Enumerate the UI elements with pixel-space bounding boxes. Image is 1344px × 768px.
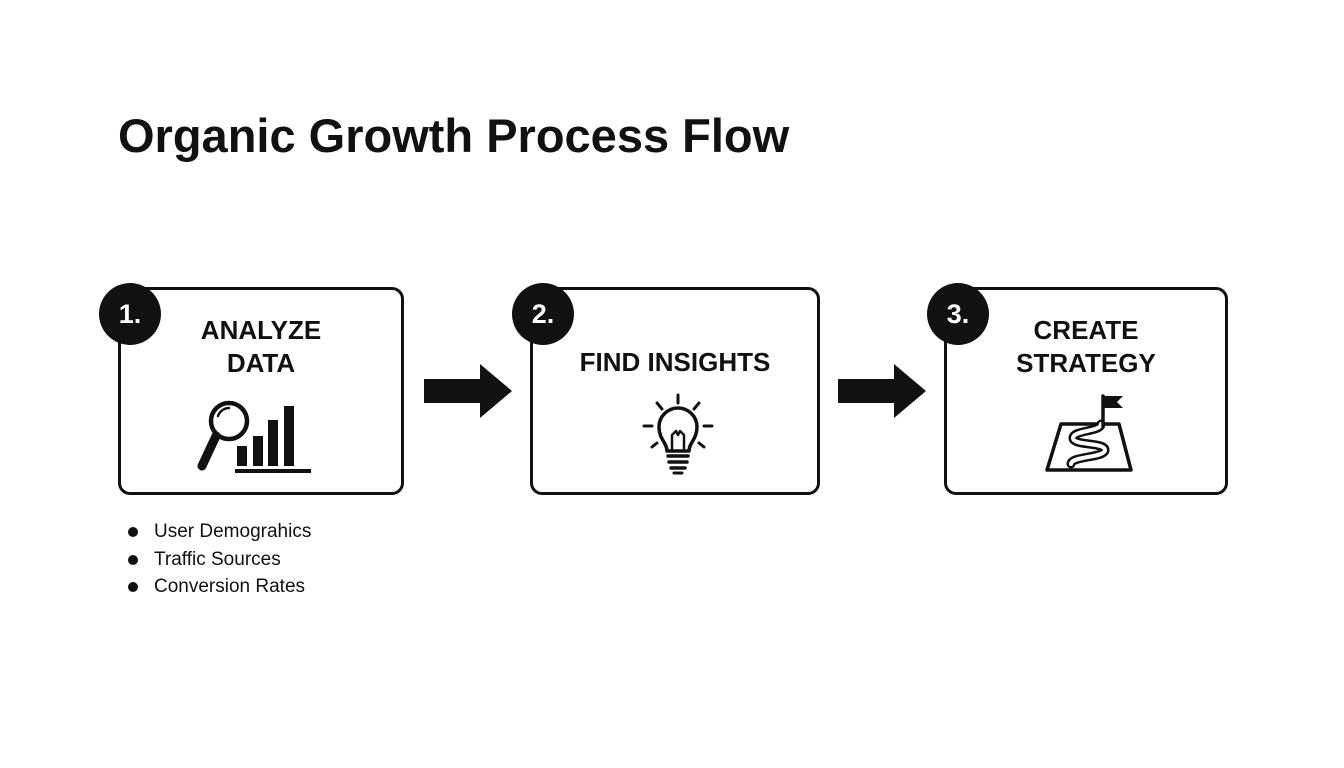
list-item-label: Traffic Sources xyxy=(154,548,281,570)
list-item-label: User Demograhics xyxy=(154,521,312,542)
step-title-line: FIND INSIGHTS xyxy=(579,347,771,377)
bullet-icon xyxy=(128,582,138,592)
list-item: Traffic Sources xyxy=(126,546,311,574)
step-title-line: CREATE xyxy=(1033,315,1139,345)
analyze-details-list: User Demograhics Traffic Sources Convers… xyxy=(126,518,311,601)
bullet-icon xyxy=(128,554,138,565)
bullet-icon xyxy=(128,527,138,537)
step-card-analyze-data: ANALYZE DATA xyxy=(118,287,404,495)
magnifier-bar-chart-icon xyxy=(197,400,311,473)
step-title-line: STRATEGY xyxy=(1016,348,1156,378)
step-title: FIND INSIGHTS xyxy=(533,346,817,379)
list-item: Conversion Rates xyxy=(126,573,311,601)
map-flag-icon xyxy=(1045,394,1133,472)
arrow-right-icon xyxy=(838,364,926,418)
step-card-create-strategy: CREATE STRATEGY xyxy=(944,287,1228,495)
step-title-line: DATA xyxy=(226,348,296,378)
step-title: ANALYZE DATA xyxy=(141,314,381,380)
list-item: User Demograhics xyxy=(126,518,311,546)
lightbulb-icon xyxy=(642,393,714,475)
list-item-label: Conversion Rates xyxy=(154,576,306,597)
step-card-find-insights: FIND INSIGHTS xyxy=(530,287,820,495)
arrow-right-icon xyxy=(424,364,512,418)
step-number-badge: 3. xyxy=(927,283,989,345)
page-title: Organic Growth Process Flow xyxy=(118,109,790,162)
step-title-line: ANALYZE xyxy=(200,315,322,345)
step-number-badge: 1. xyxy=(99,283,161,345)
step-number-badge: 2. xyxy=(512,283,574,345)
step-title: CREATE STRATEGY xyxy=(957,314,1215,380)
